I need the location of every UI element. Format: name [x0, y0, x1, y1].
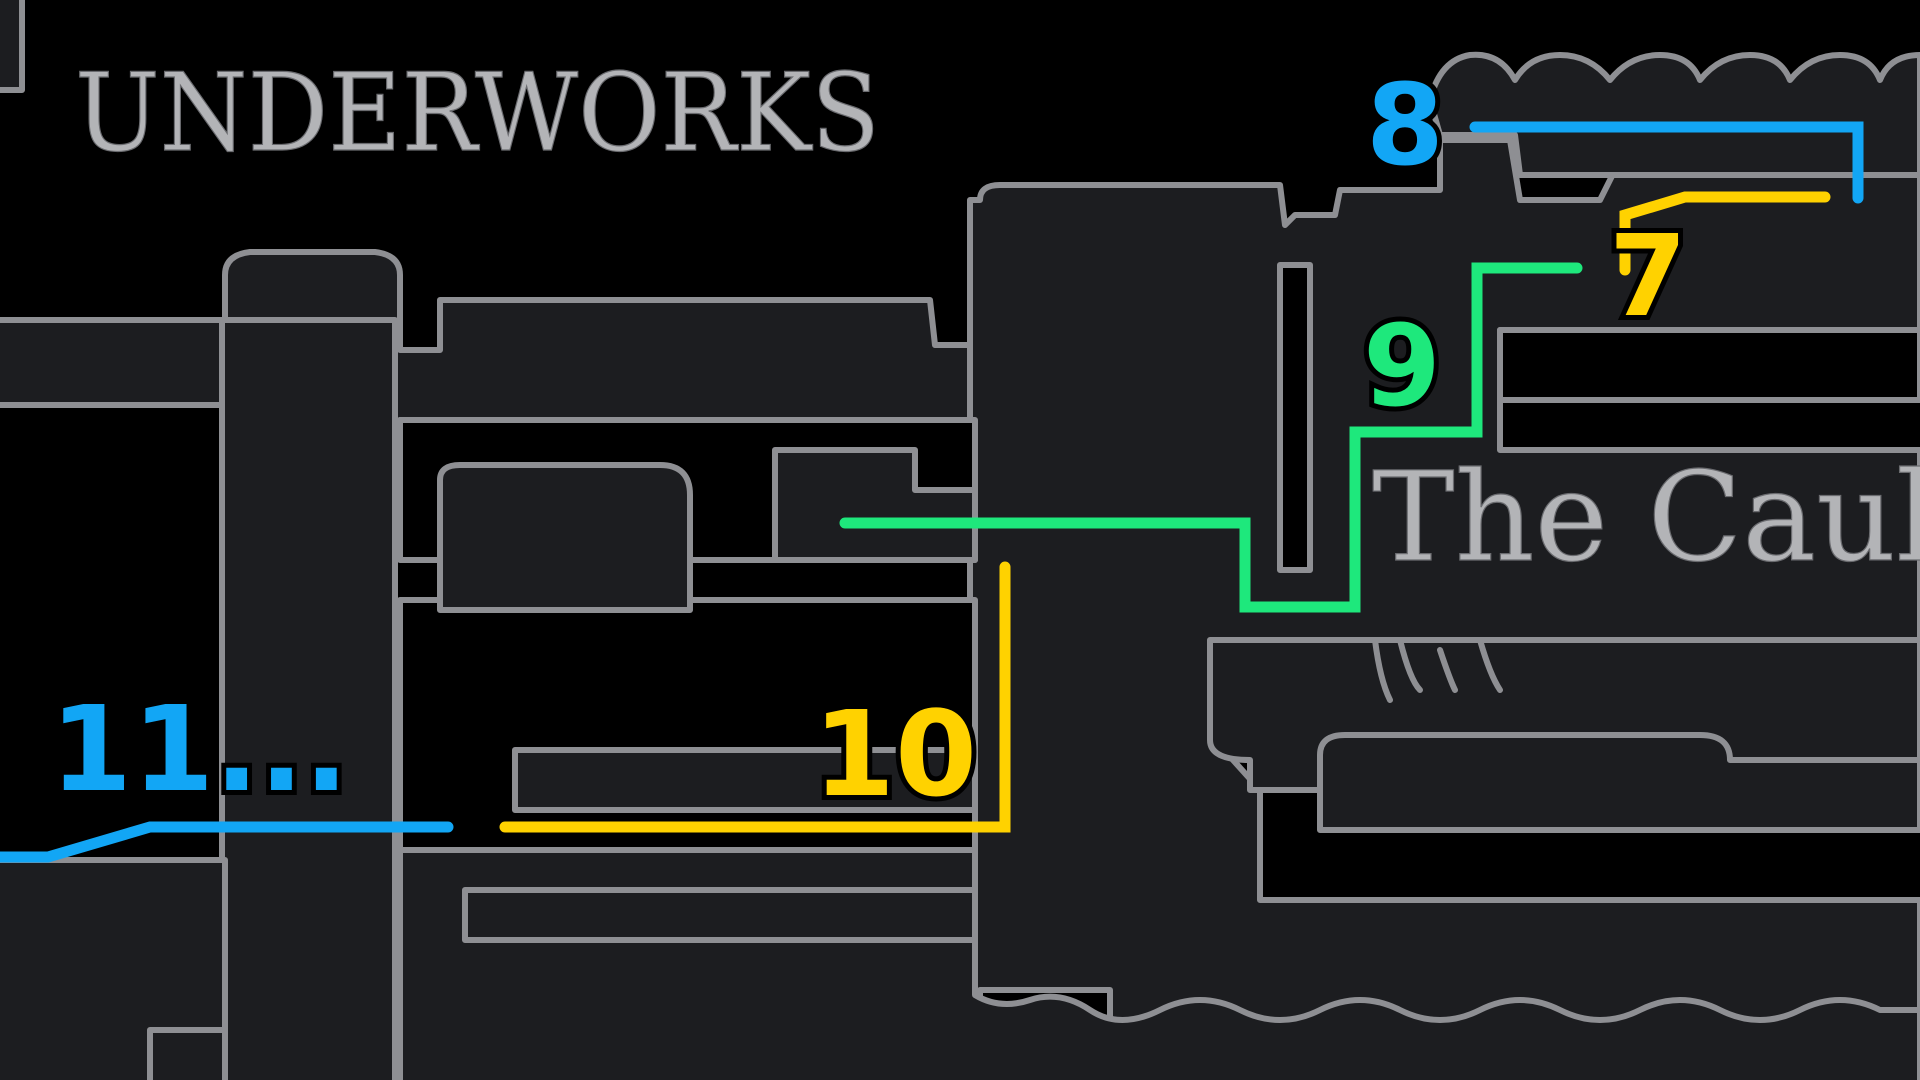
route-line-7 — [1619, 191, 1831, 276]
route-line-10 — [499, 561, 1011, 833]
room-inner-south-lower — [462, 887, 978, 943]
room-inner-west — [437, 462, 693, 613]
area-label-cauldron: The Caulc — [1372, 446, 1920, 590]
step-numbers: 7 8 9 10 11... — [45, 56, 1692, 828]
area-label-underworks: UNDERWORKS — [75, 51, 880, 176]
map-roots — [1372, 637, 1503, 703]
room-inner-south — [512, 747, 978, 813]
route-line-11 — [0, 821, 454, 863]
room-inner-pod-east — [1317, 732, 1920, 833]
step-number-11: 11... — [50, 680, 349, 818]
room-shaft-central — [967, 137, 1920, 1080]
step-number-7: 7 — [1609, 212, 1687, 342]
step-number-10: 10 — [813, 685, 977, 823]
room-notch-southwest — [147, 1027, 228, 1080]
route-line-8 — [1469, 121, 1864, 204]
void-chamber-east-upper — [1497, 327, 1920, 403]
area-labels: UNDERWORKS The Caulc — [74, 50, 1920, 590]
step-number-9: 9 — [1363, 302, 1441, 432]
step-number-8: 8 — [1366, 61, 1444, 191]
map-inner-rooms — [437, 447, 1920, 943]
void-pillar-cauldron — [1277, 262, 1313, 573]
route-lines — [0, 121, 1864, 863]
room-ceiling-northeast — [1427, 51, 1920, 178]
room-corner-top-left — [0, 0, 25, 93]
void-chamber-west — [0, 402, 225, 863]
room-inner-hook — [772, 447, 978, 563]
route-line-9 — [839, 262, 1583, 613]
